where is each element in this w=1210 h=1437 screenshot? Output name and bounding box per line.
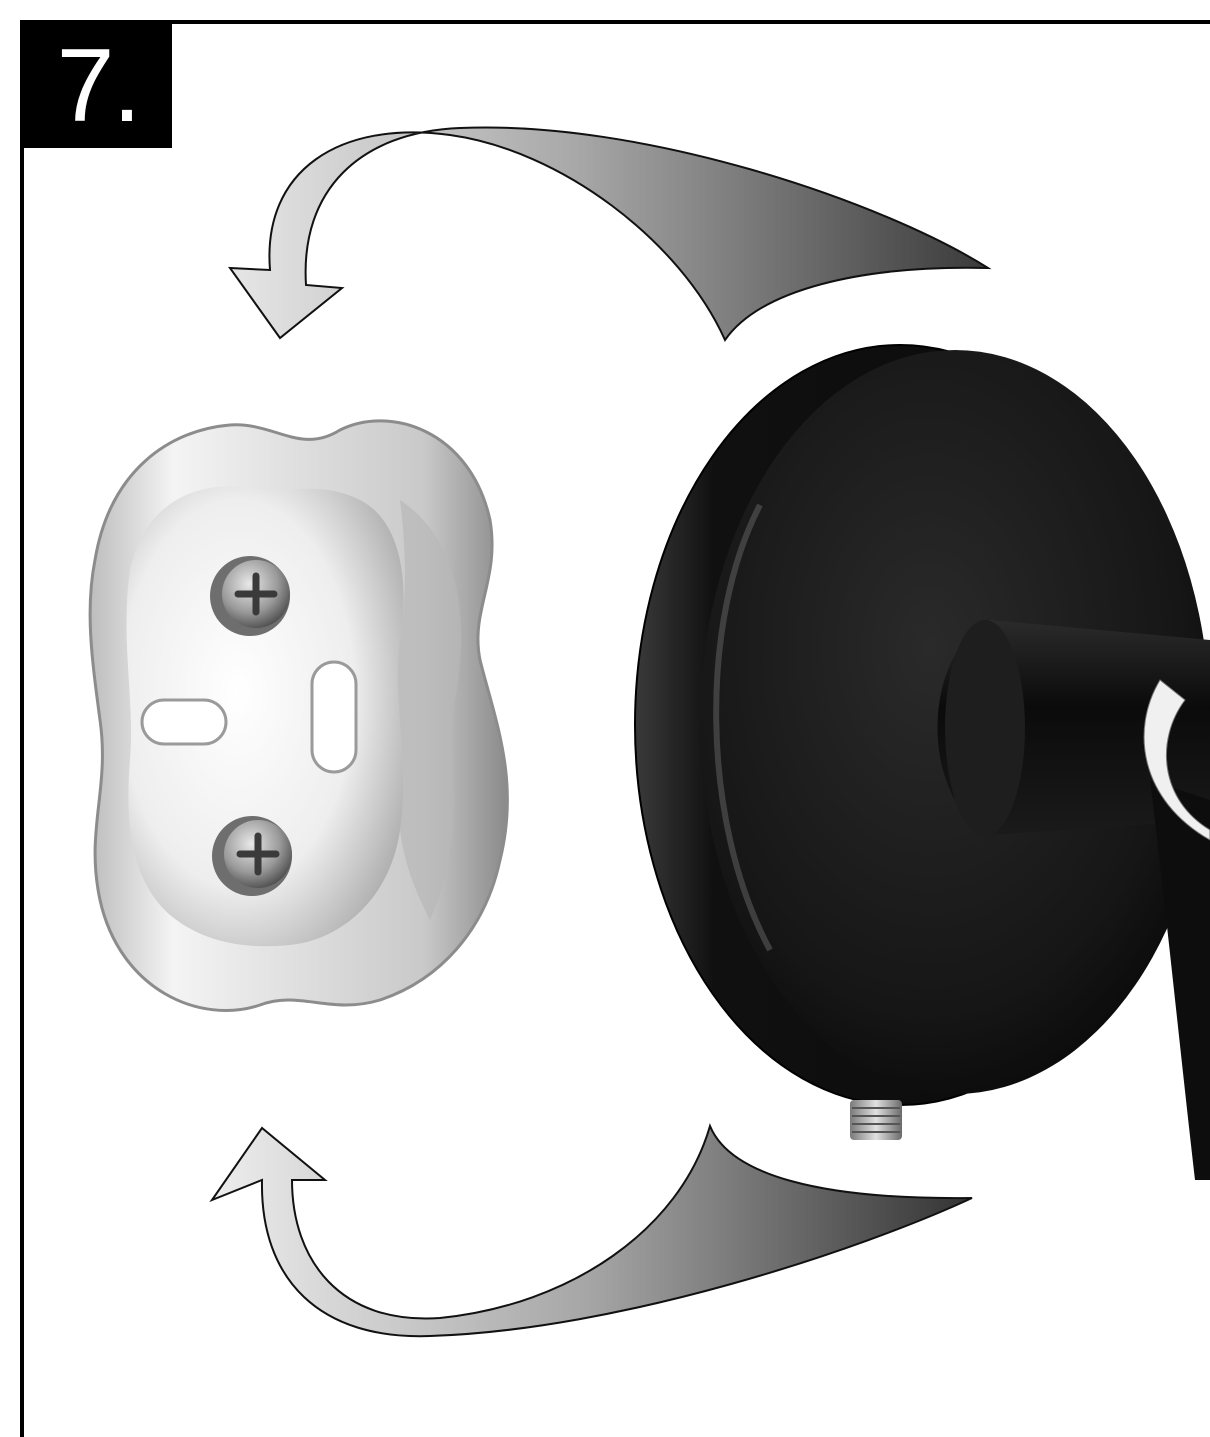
screw-bottom-icon	[212, 816, 292, 896]
step-number-overlay: 7.	[24, 24, 172, 148]
horizontal-slot	[142, 700, 226, 744]
screw-top-icon	[210, 556, 290, 636]
bottom-curved-arrow-icon	[212, 1126, 972, 1336]
vertical-slot	[312, 662, 356, 772]
mounting-bracket-icon	[90, 421, 507, 1011]
wall-flange-icon	[635, 345, 1210, 1180]
threaded-stud	[850, 1100, 902, 1140]
top-curved-arrow-icon	[230, 127, 988, 340]
